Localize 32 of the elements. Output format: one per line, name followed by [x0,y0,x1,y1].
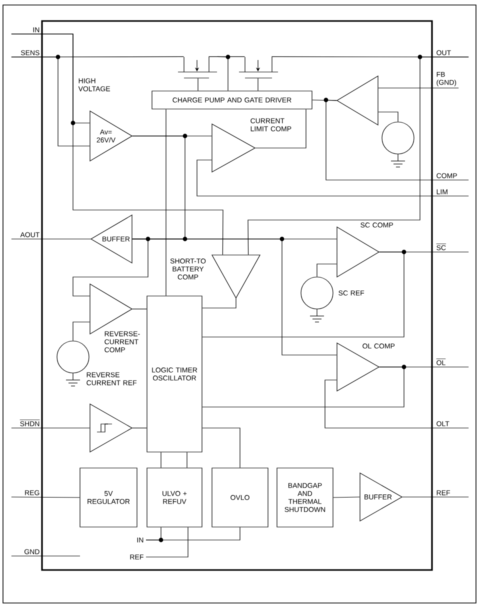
wire [202,298,236,308]
wire [202,366,404,408]
wire [202,428,240,468]
wire [202,252,404,338]
transistor-symbol [238,56,278,78]
wire [132,308,147,310]
wire [146,527,188,558]
wire [248,56,469,255]
wire [312,100,337,101]
wire [402,496,469,498]
wire [217,56,228,91]
wire [196,160,469,196]
wire [132,136,186,240]
wire [316,264,337,277]
wire [186,452,188,468]
wire [146,527,240,540]
wire [11,56,90,146]
wire [255,109,306,148]
wire [333,496,360,498]
wire [378,112,398,122]
wire [324,380,469,428]
wire [326,100,469,180]
transistor-symbol [178,56,218,78]
wire [208,56,245,57]
voltage-source [382,122,414,168]
wire [132,238,337,356]
wire [11,34,224,255]
wire [11,238,91,240]
wire [72,322,90,341]
wire [11,496,80,498]
wire [72,238,148,296]
wire [160,452,162,468]
